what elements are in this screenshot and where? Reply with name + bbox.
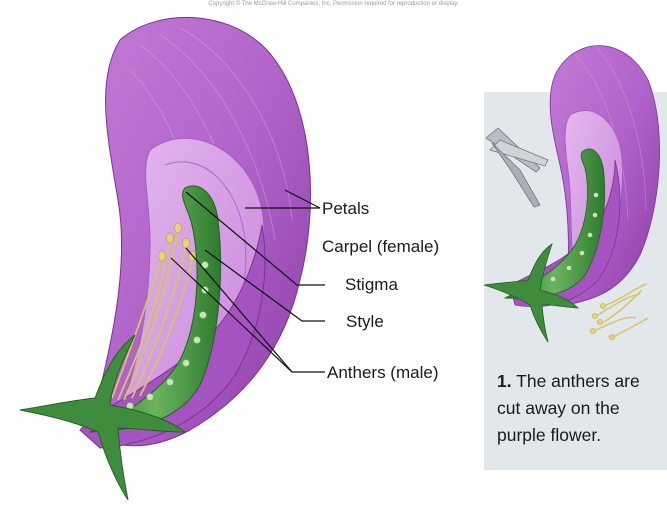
step-caption: The anthers are cut away on the purple f… xyxy=(497,371,640,445)
scissors-icon xyxy=(486,128,548,207)
step-number: 1. xyxy=(497,371,512,391)
step-description: 1. The anthers are cut away on the purpl… xyxy=(497,368,657,449)
